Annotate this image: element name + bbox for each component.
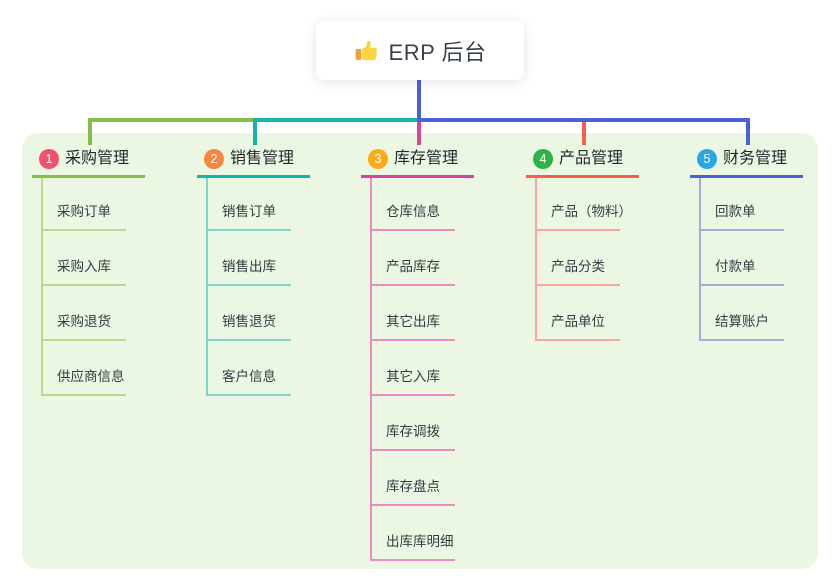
branch-item[interactable]: 客户信息 [222, 369, 276, 384]
item-underline [699, 284, 784, 286]
item-underline [206, 339, 291, 341]
branch-trunk-line [535, 178, 537, 341]
branch-drop-2 [253, 118, 257, 145]
item-underline [535, 229, 620, 231]
item-underline [206, 394, 291, 396]
item-underline [41, 394, 126, 396]
branch-title[interactable]: 产品管理 [559, 150, 624, 167]
branch-trunk-line [206, 178, 208, 396]
item-underline [41, 339, 126, 341]
branch-item[interactable]: 产品单位 [551, 314, 605, 329]
branch-item[interactable]: 产品（物料） [551, 204, 632, 219]
item-underline [41, 284, 126, 286]
branch-drop-5 [746, 118, 750, 145]
branch-number-badge: 1 [39, 149, 59, 169]
branch-underline [197, 175, 310, 178]
branch-number-badge: 4 [533, 149, 553, 169]
item-underline [699, 339, 784, 341]
branch-title[interactable]: 库存管理 [394, 150, 459, 167]
bus-segment-finance [417, 118, 750, 122]
branch-drop-3 [417, 122, 421, 145]
branch-item[interactable]: 其它出库 [386, 314, 440, 329]
branch-item[interactable]: 销售退货 [222, 314, 276, 329]
branch-trunk-line [699, 178, 701, 341]
item-underline [370, 339, 455, 341]
branch-item[interactable]: 仓库信息 [386, 204, 440, 219]
branch-item[interactable]: 回款单 [715, 204, 756, 219]
bus-segment-purchase [88, 118, 253, 122]
branch-item[interactable]: 采购订单 [57, 204, 111, 219]
item-underline [41, 229, 126, 231]
item-underline [370, 284, 455, 286]
root-node[interactable]: ERP 后台 [316, 21, 524, 80]
branch-trunk-line [41, 178, 43, 396]
branch-item[interactable]: 销售出库 [222, 259, 276, 274]
branch-underline [361, 175, 474, 178]
branch-item[interactable]: 付款单 [715, 259, 756, 274]
branch-item[interactable]: 产品分类 [551, 259, 605, 274]
thumbs-up-icon [355, 40, 377, 61]
branch-trunk-line [370, 178, 372, 561]
branch-number-badge: 2 [204, 149, 224, 169]
branch-item[interactable]: 结算账户 [715, 314, 769, 329]
branch-item[interactable]: 销售订单 [222, 204, 276, 219]
item-underline [370, 394, 455, 396]
branch-drop-4 [582, 122, 586, 145]
branch-item[interactable]: 供应商信息 [57, 369, 125, 384]
branch-item[interactable]: 产品库存 [386, 259, 440, 274]
item-underline [370, 559, 455, 561]
item-underline [535, 339, 620, 341]
item-underline [370, 504, 455, 506]
branch-item[interactable]: 出库库明细 [386, 534, 454, 549]
branches-background-panel [22, 133, 818, 569]
branch-item[interactable]: 采购退货 [57, 314, 111, 329]
root-connector-line [417, 80, 421, 122]
bus-segment-sales [253, 118, 421, 122]
branch-number-badge: 5 [697, 149, 717, 169]
branch-title[interactable]: 财务管理 [723, 150, 788, 167]
item-underline [206, 284, 291, 286]
item-underline [370, 449, 455, 451]
branch-underline [526, 175, 639, 178]
branch-underline [32, 175, 145, 178]
branch-item[interactable]: 其它入库 [386, 369, 440, 384]
branch-title[interactable]: 采购管理 [65, 150, 130, 167]
branch-item[interactable]: 库存调拨 [386, 424, 440, 439]
branch-drop-1 [88, 118, 92, 145]
item-underline [699, 229, 784, 231]
root-node-label: ERP 后台 [388, 39, 487, 65]
branch-item[interactable]: 采购入库 [57, 259, 111, 274]
item-underline [535, 284, 620, 286]
branch-item[interactable]: 库存盘点 [386, 479, 440, 494]
item-underline [206, 229, 291, 231]
branch-underline [690, 175, 803, 178]
branch-title[interactable]: 销售管理 [230, 150, 295, 167]
item-underline [370, 229, 455, 231]
branch-number-badge: 3 [368, 149, 388, 169]
